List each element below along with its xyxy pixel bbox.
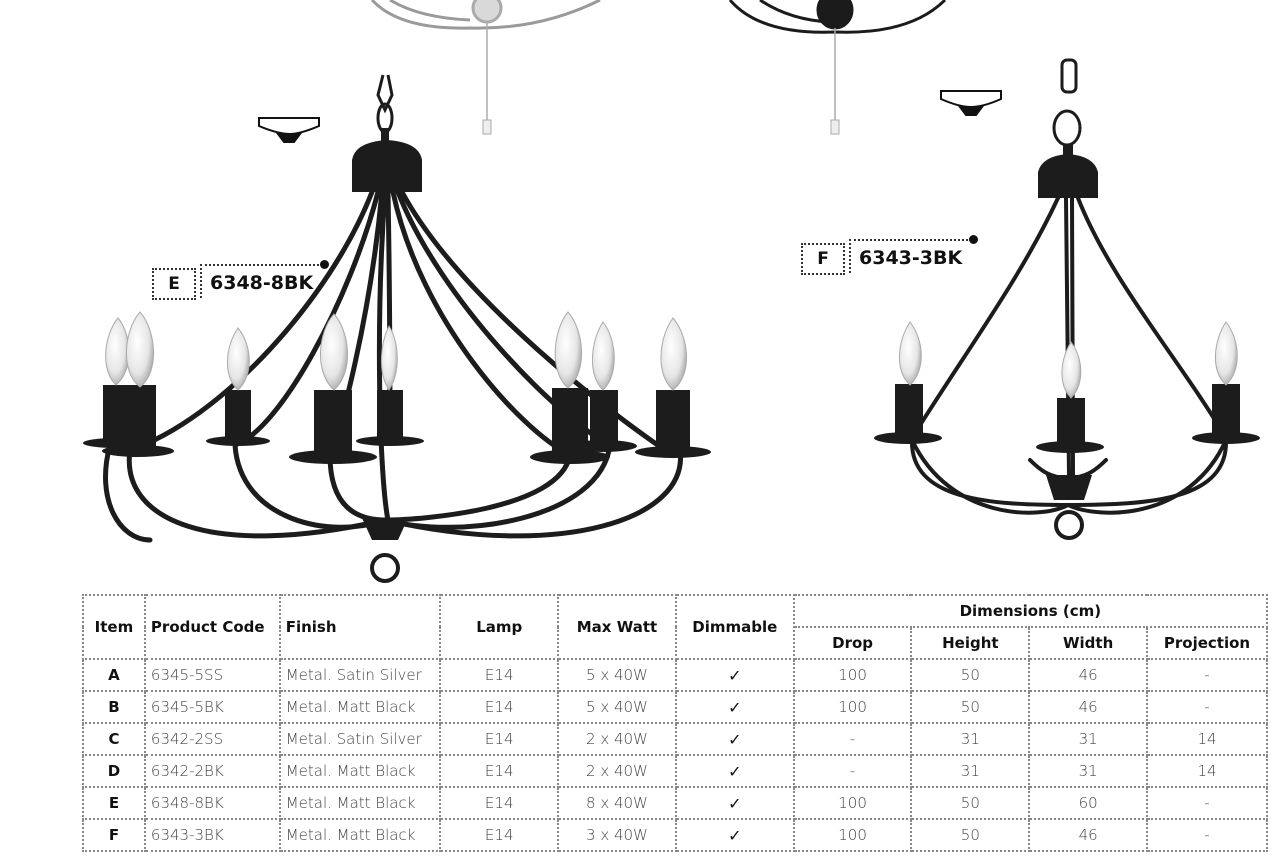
cell-item: B xyxy=(82,690,146,724)
cell-dimmable: ✓ xyxy=(674,754,795,788)
cell-finish: Metal. Matt Black xyxy=(278,786,442,820)
cell-finish: Metal. Matt Black xyxy=(278,690,442,724)
cell-lamp: E14 xyxy=(439,690,560,724)
cell-lamp: E14 xyxy=(439,818,560,852)
partial-fitting-silver xyxy=(370,0,601,135)
cell-dimmable: ✓ xyxy=(674,786,795,820)
header-max-watt: Max Watt xyxy=(557,594,677,660)
cell-max-watt: 5 x 40W xyxy=(557,658,677,692)
header-dimmable: Dimmable xyxy=(674,594,795,660)
cell-height: 50 xyxy=(910,786,1031,820)
header-drop: Drop xyxy=(792,626,913,660)
cell-width: 31 xyxy=(1028,754,1149,788)
cell-projection: 14 xyxy=(1146,722,1268,756)
cell-height: 50 xyxy=(910,818,1031,852)
cell-item: F xyxy=(82,818,146,852)
callout-f: F 6343-3BK xyxy=(801,235,979,275)
table-row: F 6343-3BK Metal. Matt Black E14 3 x 40W… xyxy=(82,818,1268,852)
cell-max-watt: 8 x 40W xyxy=(557,786,677,820)
cell-width: 46 xyxy=(1028,690,1149,724)
callout-code-text: 6348-8BK xyxy=(210,272,314,294)
table-row: A 6345-5SS Metal. Satin Silver E14 5 x 4… xyxy=(82,658,1268,692)
chandelier-3-light xyxy=(874,58,1260,540)
cell-drop: 100 xyxy=(792,818,913,852)
table-row: B 6345-5BK Metal. Matt Black E14 5 x 40W… xyxy=(82,690,1268,724)
cell-drop: 100 xyxy=(792,690,913,724)
callout-letter: F xyxy=(801,243,845,275)
ceiling-plate-icon xyxy=(258,117,320,143)
cell-item: D xyxy=(82,754,146,788)
cell-product-code: 6348-8BK xyxy=(143,786,281,820)
header-product-code: Product Code xyxy=(143,594,281,660)
cell-dimmable: ✓ xyxy=(674,658,795,692)
cell-dimmable: ✓ xyxy=(674,722,795,756)
callout-product-code: 6343-3BK xyxy=(849,235,979,273)
cell-width: 60 xyxy=(1028,786,1149,820)
cell-item: C xyxy=(82,722,146,756)
cell-drop: 100 xyxy=(792,658,913,692)
cell-width: 31 xyxy=(1028,722,1149,756)
cell-height: 50 xyxy=(910,658,1031,692)
cell-lamp: E14 xyxy=(439,786,560,820)
callout-e: E 6348-8BK xyxy=(152,260,330,300)
callout-code-text: 6343-3BK xyxy=(859,247,963,269)
header-item: Item xyxy=(82,594,146,660)
cell-projection: - xyxy=(1146,690,1268,724)
cell-product-code: 6343-3BK xyxy=(143,818,281,852)
callout-product-code: 6348-8BK xyxy=(200,260,330,298)
ceiling-plate-icon xyxy=(940,90,1002,116)
cell-lamp: E14 xyxy=(439,754,560,788)
header-lamp: Lamp xyxy=(439,594,560,660)
header-height: Height xyxy=(910,626,1031,660)
cell-drop: - xyxy=(792,754,913,788)
leader-dot xyxy=(320,260,330,269)
cell-dimmable: ✓ xyxy=(674,818,795,852)
cell-lamp: E14 xyxy=(439,722,560,756)
cell-projection: - xyxy=(1146,658,1268,692)
chandelier-8-light xyxy=(83,74,711,583)
callout-letter: E xyxy=(152,268,196,300)
cell-item: A xyxy=(82,658,146,692)
table-row: E 6348-8BK Metal. Matt Black E14 8 x 40W… xyxy=(82,786,1268,820)
cell-max-watt: 2 x 40W xyxy=(557,722,677,756)
cell-max-watt: 5 x 40W xyxy=(557,690,677,724)
table-row: C 6342-2SS Metal. Satin Silver E14 2 x 4… xyxy=(82,722,1268,756)
table-row: D 6342-2BK Metal. Matt Black E14 2 x 40W… xyxy=(82,754,1268,788)
cell-dimmable: ✓ xyxy=(674,690,795,724)
cell-drop: - xyxy=(792,722,913,756)
cell-product-code: 6342-2BK xyxy=(143,754,281,788)
cell-max-watt: 3 x 40W xyxy=(557,818,677,852)
header-dimensions: Dimensions (cm) xyxy=(792,594,1269,628)
cell-projection: - xyxy=(1146,786,1268,820)
cell-width: 46 xyxy=(1028,658,1149,692)
cell-finish: Metal. Satin Silver xyxy=(278,722,442,756)
cell-drop: 100 xyxy=(792,786,913,820)
cell-product-code: 6345-5SS xyxy=(143,658,281,692)
cell-max-watt: 2 x 40W xyxy=(557,754,677,788)
partial-fitting-black xyxy=(728,0,947,135)
header-finish: Finish xyxy=(278,594,442,660)
leader-dot xyxy=(969,235,979,244)
header-projection: Projection xyxy=(1146,626,1268,660)
cell-item: E xyxy=(82,786,146,820)
cell-finish: Metal. Matt Black xyxy=(278,818,442,852)
cell-finish: Metal. Matt Black xyxy=(278,754,442,788)
cell-finish: Metal. Satin Silver xyxy=(278,658,442,692)
cell-projection: - xyxy=(1146,818,1268,852)
spec-table: Item Product Code Finish Lamp Max Watt D… xyxy=(82,594,1269,852)
cell-height: 50 xyxy=(910,690,1031,724)
cell-width: 46 xyxy=(1028,818,1149,852)
cell-product-code: 6345-5BK xyxy=(143,690,281,724)
cell-lamp: E14 xyxy=(439,658,560,692)
product-illustrations xyxy=(83,0,1260,583)
cell-height: 31 xyxy=(910,722,1031,756)
cell-product-code: 6342-2SS xyxy=(143,722,281,756)
cell-height: 31 xyxy=(910,754,1031,788)
header-width: Width xyxy=(1028,626,1149,660)
cell-projection: 14 xyxy=(1146,754,1268,788)
